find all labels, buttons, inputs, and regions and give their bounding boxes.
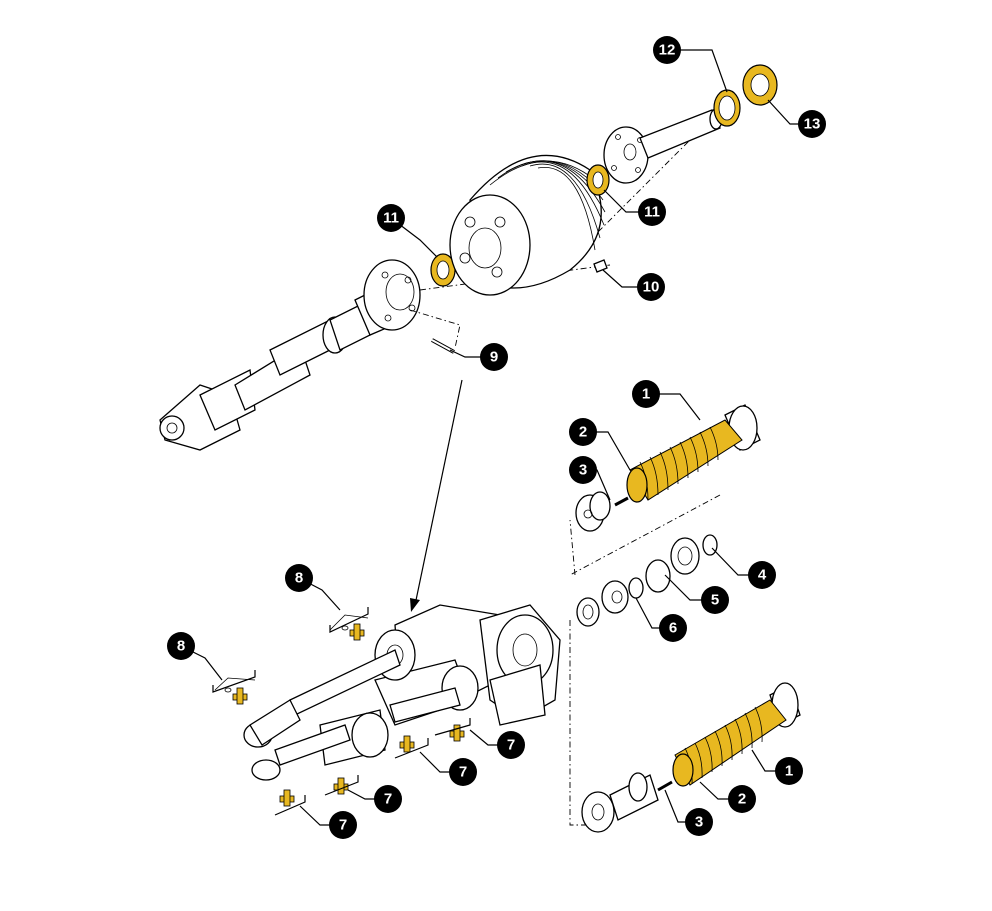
flange-plate: [363, 259, 421, 331]
svg-text:10: 10: [643, 279, 660, 296]
svg-text:13: 13: [804, 116, 821, 133]
grooved-pulley: [449, 154, 606, 296]
lower-shaft: [581, 772, 659, 833]
group-brackets: [212, 607, 471, 816]
svg-text:8: 8: [295, 570, 303, 587]
callout-1-upper: 1: [632, 380, 660, 408]
svg-text:2: 2: [738, 791, 746, 808]
bearing-11-right: [586, 164, 610, 196]
callout-10: 10: [637, 273, 665, 301]
svg-text:9: 9: [490, 349, 498, 366]
callout-12: 12: [653, 36, 681, 64]
svg-text:3: 3: [695, 814, 703, 831]
seal-13: [742, 64, 778, 106]
key-10: [593, 259, 608, 273]
svg-text:5: 5: [711, 592, 719, 609]
svg-text:2: 2: [579, 424, 587, 441]
callout-3-upper: 3: [569, 456, 597, 484]
bolt-9: [409, 309, 461, 354]
ring-12: [713, 89, 741, 127]
lower-spring-assembly: [569, 620, 801, 833]
svg-text:1: 1: [642, 386, 650, 403]
joint-7-a: [449, 724, 465, 742]
svg-text:3: 3: [579, 462, 587, 479]
svg-text:12: 12: [659, 42, 676, 59]
callout-5: 5: [701, 586, 729, 614]
callout-7-b: 7: [449, 758, 477, 786]
svg-text:4: 4: [758, 567, 767, 584]
callout-8-upper: 8: [285, 564, 313, 592]
bearing-stack: [576, 534, 718, 627]
joint-7-d: [279, 789, 295, 807]
joint-8-lower: [214, 677, 256, 705]
joint-8-upper: [329, 614, 369, 641]
callout-7-a: 7: [497, 731, 525, 759]
svg-text:8: 8: [177, 638, 185, 655]
callout-7-d: 7: [329, 811, 357, 839]
callout-1-lower: 1: [775, 757, 803, 785]
cross-joints: [214, 614, 465, 807]
callout-6: 6: [659, 614, 687, 642]
svg-text:11: 11: [644, 204, 660, 221]
top-assembly: [159, 64, 778, 612]
svg-text:1: 1: [785, 763, 793, 780]
callout-9: 9: [480, 343, 508, 371]
drive-shafts-lower: [243, 649, 461, 781]
callout-4: 4: [748, 561, 776, 589]
callout-13: 13: [798, 110, 826, 138]
svg-text:7: 7: [459, 764, 467, 781]
svg-text:7: 7: [339, 817, 347, 834]
callout-3-lower: 3: [685, 808, 713, 836]
spring-1-lower: [674, 699, 787, 786]
callout-8-lower: 8: [167, 632, 195, 660]
svg-text:6: 6: [669, 620, 677, 637]
joint-7-c: [333, 777, 349, 795]
stub-shaft: [603, 108, 723, 184]
detail-pointer-arrow: [410, 379, 463, 612]
callouts: 12 13 11 11 10 9 1 2 3 4 5 6 8 8 7: [167, 36, 826, 839]
bearing-11-left: [430, 253, 456, 287]
upper-spring-assembly: [569, 404, 761, 627]
joint-7-b: [399, 735, 415, 753]
callout-7-c: 7: [374, 785, 402, 813]
callout-11-right: 11: [638, 198, 666, 226]
callout-2-upper: 2: [569, 418, 597, 446]
svg-text:7: 7: [507, 737, 515, 754]
svg-text:11: 11: [383, 210, 399, 227]
callout-11-left: 11: [377, 204, 405, 232]
callout-2-lower: 2: [728, 785, 756, 813]
svg-text:7: 7: [384, 791, 392, 808]
gear-upper: [575, 491, 611, 532]
